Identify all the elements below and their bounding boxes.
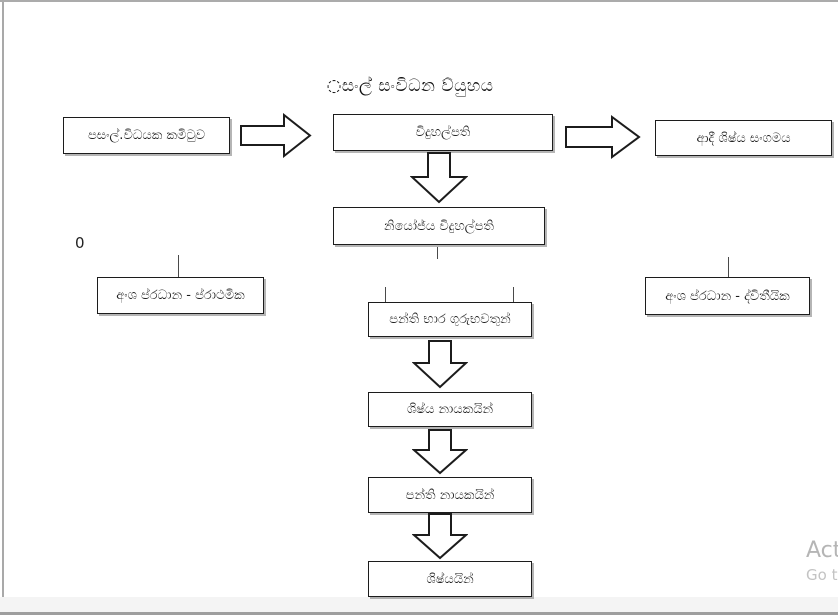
node-section-head-secondary[interactable]: අංශ ප්රධාන - ද්විතීයික bbox=[645, 277, 810, 315]
page-border-left bbox=[2, 2, 4, 597]
node-section-head-primary[interactable]: අංශ ප්රධාන - ප්රාථමික bbox=[97, 277, 264, 314]
block-arrow-down-icon[interactable] bbox=[412, 429, 468, 475]
node-label: අංශ ප්රධාන - ද්විතීයික bbox=[665, 288, 790, 304]
block-arrow-right-icon[interactable] bbox=[565, 115, 641, 159]
connector-line bbox=[437, 247, 438, 259]
node-label: ශිෂ්යයින් bbox=[426, 571, 474, 587]
node-class-teachers[interactable]: පන්ති භාර ගුරුභවතුන් bbox=[368, 302, 532, 337]
node-principal[interactable]: විදුහල්පති bbox=[333, 114, 553, 151]
connector-line bbox=[385, 287, 386, 302]
block-arrow-down-icon[interactable] bbox=[410, 152, 468, 204]
node-executive-committee[interactable]: පසංල්.විධයක කමිටුව bbox=[63, 117, 230, 154]
node-label: පසංල්.විධයක කමිටුව bbox=[87, 128, 206, 143]
activate-watermark-line2: Go t bbox=[806, 566, 838, 584]
block-arrow-down-icon[interactable] bbox=[412, 513, 468, 560]
page-border-top bbox=[0, 0, 838, 2]
node-class-leaders[interactable]: පන්ති නායකයින් bbox=[368, 477, 532, 513]
block-arrow-right-icon[interactable] bbox=[240, 113, 312, 158]
activate-watermark-line1: Act bbox=[806, 538, 838, 563]
connector-line bbox=[513, 287, 514, 302]
connector-line bbox=[178, 255, 179, 277]
footer-strip bbox=[0, 597, 838, 612]
stray-zero-text: 0 bbox=[75, 234, 85, 252]
node-label: විදුහල්පති bbox=[415, 125, 471, 140]
node-student-leaders[interactable]: ශිෂ්ය නායකයින් bbox=[368, 392, 532, 427]
footer-border bbox=[0, 612, 838, 615]
node-label: ශිෂ්ය නායකයින් bbox=[406, 402, 494, 417]
connector-line bbox=[728, 257, 729, 277]
node-label: පන්ති භාර ගුරුභවතුන් bbox=[389, 312, 511, 327]
diagram-title: ◌සංල් සංවිධන ව්යුහය bbox=[326, 76, 494, 96]
node-students[interactable]: ශිෂ්යයින් bbox=[368, 561, 532, 597]
block-arrow-down-icon[interactable] bbox=[412, 340, 468, 389]
node-label: අංශ ප්රධාන - ප්රාථමික bbox=[116, 288, 245, 303]
node-label: නියෝජ්ය විදුහල්පති bbox=[384, 218, 494, 234]
node-alumni-association[interactable]: ආදී ශිෂ්ය සංගමය bbox=[655, 120, 832, 156]
node-label: පන්ති නායකයින් bbox=[405, 487, 495, 503]
node-deputy-principal[interactable]: නියෝජ්ය විදුහල්පති bbox=[333, 207, 545, 245]
node-label: ආදී ශිෂ්ය සංගමය bbox=[696, 130, 791, 146]
